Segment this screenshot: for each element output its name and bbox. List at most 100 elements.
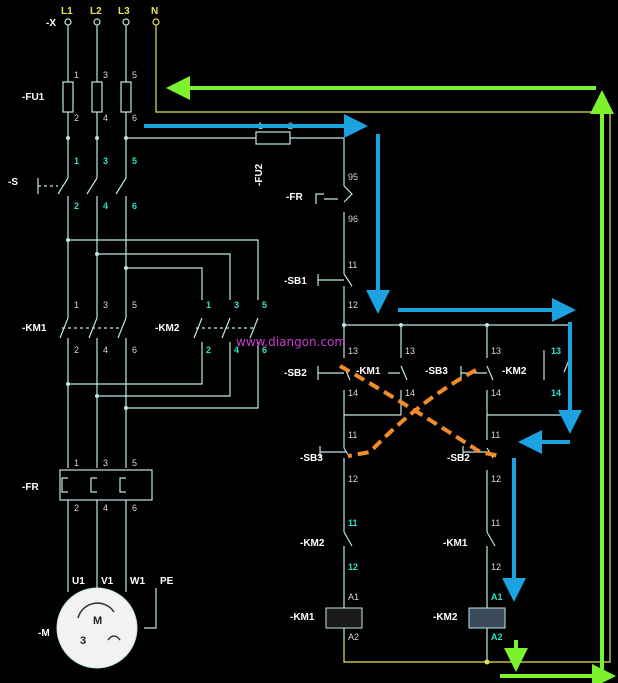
sb2-pin11: 11: [491, 430, 500, 440]
km2-hold-label: -KM2: [502, 366, 527, 377]
sb2-pin12: 12: [491, 474, 501, 484]
sb3-pin14: 14: [491, 388, 501, 398]
motor-m: M: [93, 615, 102, 627]
power-phases: [67, 25, 611, 663]
sb3-top-label: -SB3: [425, 366, 448, 377]
km2-main-label: -KM2: [155, 323, 180, 334]
km1-a2: A2: [348, 632, 359, 642]
sb3-left-label: -SB3: [300, 453, 323, 464]
km2-coil-label: -KM2: [433, 612, 458, 623]
fu1-pin6: 6: [132, 113, 137, 123]
fu1-pin2: 2: [74, 113, 79, 123]
fu1-pin4: 4: [103, 113, 108, 123]
km2-pin2: 2: [206, 345, 211, 355]
watermark: www.diangon.com: [236, 335, 346, 349]
km1-pin1: 1: [74, 300, 79, 310]
km1-pin5: 5: [132, 300, 137, 310]
fu1-pin3: 3: [103, 70, 108, 80]
s-pin6: 6: [132, 201, 137, 211]
terminal-l3-dot: [122, 18, 130, 26]
fr-pin4: 4: [103, 503, 108, 513]
motor-label: -M: [38, 628, 50, 639]
sb1-pin12: 12: [348, 300, 358, 310]
control-circuit: [126, 131, 571, 665]
s-label: -S: [8, 177, 18, 188]
fr-ctrl-label: -FR: [286, 192, 303, 203]
motor-u1: U1: [72, 576, 85, 587]
current-flow-arrows: [144, 76, 616, 683]
interlock-cross-marks: [339, 364, 501, 458]
sb2-pin13: 13: [348, 346, 358, 356]
motor-v1: V1: [101, 576, 114, 587]
motor-rotation-icon: [77, 602, 115, 619]
sb2-right-label: -SB2: [447, 453, 470, 464]
fr-pin1: 1: [74, 458, 79, 468]
fu1-pin1: 1: [74, 70, 79, 80]
km1-pin6: 6: [132, 345, 137, 355]
terminal-n-dot: [152, 18, 160, 26]
fu1-pin5: 5: [132, 70, 137, 80]
km1-hold-label: -KM1: [356, 366, 381, 377]
km2-pin1: 1: [206, 300, 211, 310]
km2-pin5: 5: [262, 300, 267, 310]
km1-inter-pin11: 11: [491, 518, 500, 528]
km1-coil-label: -KM1: [290, 612, 315, 623]
fr-pin5: 5: [132, 458, 137, 468]
km2-inter-pin11: 11: [348, 518, 358, 528]
km1-a1: A1: [348, 592, 359, 602]
sb3-pin13: 13: [491, 346, 501, 356]
fu1-label: -FU1: [22, 92, 45, 103]
km1-pin2: 2: [74, 345, 79, 355]
terminal-n: N: [151, 6, 158, 17]
terminal-l3: L3: [118, 6, 130, 17]
terminal-l2: L2: [90, 6, 102, 17]
ac-tilde-icon: [107, 635, 121, 641]
sb3-pin11: 11: [348, 430, 357, 440]
sb1-pin11: 11: [348, 260, 357, 270]
fr-pin95: 95: [348, 172, 358, 182]
km2-hold-pin13: 13: [551, 346, 561, 356]
km2-hold-pin14: 14: [551, 388, 561, 398]
km1-interlock-label: -KM1: [443, 538, 468, 549]
sb2-pin14: 14: [348, 388, 358, 398]
motor-body: [56, 587, 138, 669]
km2-a2: A2: [491, 632, 503, 642]
s-pin2: 2: [74, 201, 79, 211]
km1-hold-pin13: 13: [405, 346, 415, 356]
fr-pin2: 2: [74, 503, 79, 513]
fr-main-label: -FR: [22, 482, 39, 493]
motor-pe-wire: [144, 588, 157, 629]
s-pin1: 1: [74, 156, 79, 166]
km2-pin4: 4: [234, 345, 239, 355]
coil-km2-box: [468, 607, 506, 629]
s-pin5: 5: [132, 156, 137, 166]
motor-w1: W1: [130, 576, 145, 587]
km1-main-label: -KM1: [22, 323, 47, 334]
s-pin4: 4: [103, 201, 108, 211]
fuse-fu2: [255, 131, 291, 145]
motor-phase-count: 3: [80, 635, 86, 647]
km2-a1: A1: [491, 592, 503, 602]
terminal-l2-dot: [93, 18, 101, 26]
terminal-l1-dot: [64, 18, 72, 26]
sb2-left-label: -SB2: [284, 368, 307, 379]
km2-interlock-label: -KM2: [300, 538, 325, 549]
reversing-crossover-wiring: [66, 238, 259, 410]
fu2-label: -FU2: [254, 163, 265, 186]
km1-hold-pin14: 14: [405, 388, 415, 398]
fr-pin3: 3: [103, 458, 108, 468]
km2-pin6: 6: [262, 345, 267, 355]
contactor-km1-main: [59, 300, 127, 342]
km2-inter-pin12: 12: [348, 562, 358, 572]
km1-inter-pin12: 12: [491, 562, 501, 572]
coil-km1-box: [325, 607, 363, 629]
sb1-label: -SB1: [284, 276, 307, 287]
km1-pin4: 4: [103, 345, 108, 355]
overload-relay-fr-main: [59, 469, 153, 501]
fr-pin6: 6: [132, 503, 137, 513]
isolator-switch-s: [37, 136, 128, 195]
fr-pin96: 96: [348, 214, 358, 224]
terminal-l1: L1: [61, 6, 73, 17]
